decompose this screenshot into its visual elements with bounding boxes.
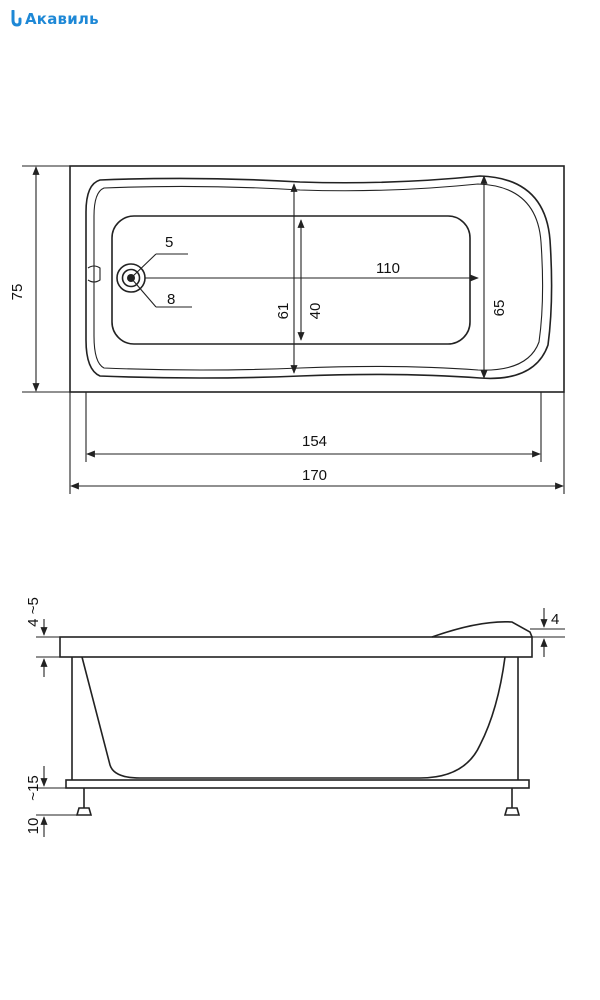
head-rest: [431, 620, 533, 638]
drain-callout-5: 5: [165, 234, 173, 251]
drain-callout-8: 8: [167, 291, 175, 308]
dim-110-label: 110: [376, 260, 400, 277]
foot-right: [503, 807, 521, 816]
dim-leg-label: 10: [25, 818, 42, 835]
drain-ring: [121, 268, 141, 288]
water-drop-icon: [11, 10, 22, 27]
dim-gap-label: ~15: [25, 775, 42, 800]
dim-154-label: 154: [302, 433, 327, 450]
brand-logo: Акавиль: [8, 8, 99, 30]
basin-outline-inner: [93, 183, 544, 371]
tub-body: [81, 656, 506, 779]
dim-40-label: 40: [307, 303, 324, 320]
side-view: 4 ~5 ~15 10 4: [25, 597, 565, 837]
frame-base: [65, 779, 530, 789]
dim-rim-label: 4 ~5: [25, 597, 42, 627]
tub-rim: [59, 636, 533, 658]
dim-65-label: 65: [491, 300, 508, 317]
overflow-hole: [87, 265, 101, 283]
dim-61-label: 61: [275, 303, 292, 320]
basin-outline: [85, 175, 553, 380]
dim-75-label: 75: [9, 284, 26, 301]
dim-170-label: 170: [302, 467, 327, 484]
brand-name: Акавиль: [25, 10, 99, 28]
top-view: 5 8 110 61 40 65 75 154 170: [9, 165, 565, 494]
outer-rim: [69, 165, 565, 393]
foot-left: [75, 807, 93, 816]
dim-headrest-label: 4: [551, 611, 559, 628]
